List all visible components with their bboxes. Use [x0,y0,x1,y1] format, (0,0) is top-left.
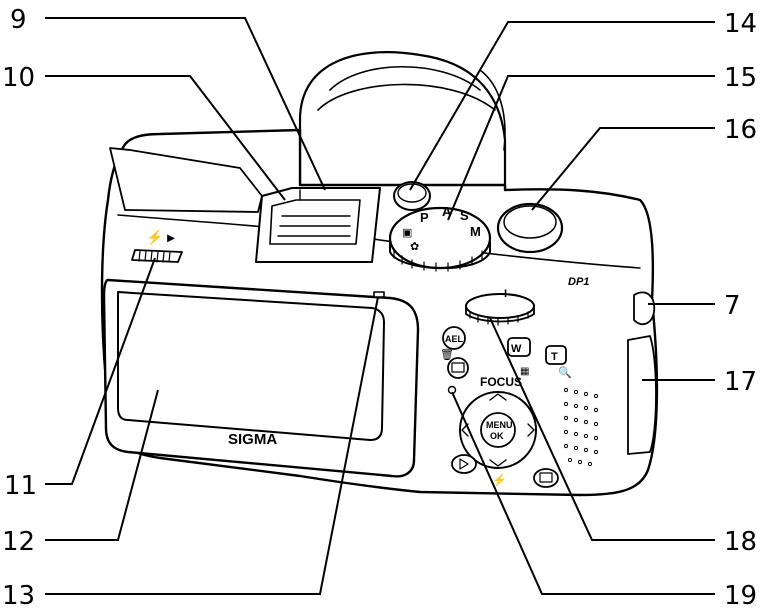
callout-19: 19 [724,581,757,610]
callout-15: 15 [724,63,757,93]
svg-text:AEL: AEL [445,334,464,344]
shutter-button[interactable] [393,181,431,211]
leader-18 [489,317,715,541]
flash-housing [109,147,263,213]
leader-15 [447,75,715,221]
model-label: DP1 [568,276,589,288]
playback-button[interactable] [451,454,477,474]
command-wheel[interactable]: I [465,288,535,326]
strap-lug [633,291,656,326]
leader-10 [45,75,286,201]
af-lamp [373,291,385,298]
zoom-buttons[interactable]: W T ▦ 🔍 [507,337,572,379]
magnify-icon: 🔍 [558,365,572,379]
menu-label: MENU [486,420,513,430]
display-button[interactable] [533,468,559,488]
camera-illustration: ⚡ ▸ SIGMA P A S M ▣ ✿ [100,51,659,497]
camera-mode-icon: ▣ [402,227,412,239]
ael-button[interactable]: AEL [442,326,466,350]
scene-mode-icon: ✿ [410,241,419,253]
brand-logo: SIGMA [228,431,277,448]
hot-shoe [255,187,381,263]
svg-text:I: I [504,288,507,300]
callout-18: 18 [724,527,757,557]
zoom-w-label: W [511,343,522,355]
flash-icon: ⚡ [492,473,507,487]
leader-13 [45,296,379,595]
quick-set-button[interactable] [447,357,469,379]
leader-12 [45,389,159,541]
callout-16: 16 [724,115,757,145]
focus-label: FOCUS [480,375,522,389]
flash-pop-up-switch[interactable]: ⚡ ▸ [131,229,183,263]
zoom-t-label: T [551,351,558,363]
flash-bolt-icon: ⚡ ▸ [146,229,175,246]
callout-14: 14 [724,9,757,39]
callout-labels: 9 10 11 12 13 14 15 16 7 17 18 19 [2,5,757,610]
speaker-grille [563,387,599,467]
leader-9 [45,17,326,191]
lcd-monitor: SIGMA [102,278,420,478]
leader-14 [409,21,715,191]
svg-text:A: A [442,204,452,219]
callout-17: 17 [724,367,757,397]
trash-icon: 🗑 [440,348,454,361]
svg-text:M: M [470,224,481,239]
four-way-controller[interactable]: FOCUS MENU OK ⚡ [459,375,537,487]
ok-label: OK [490,431,504,441]
leader-11 [45,257,156,485]
callout-11: 11 [4,471,37,501]
callout-13: 13 [2,581,35,610]
callout-9: 9 [10,5,27,35]
leader-19 [451,391,715,595]
lens-barrel [298,51,507,192]
callout-12: 12 [2,527,35,557]
svg-text:P: P [420,210,429,225]
callout-10: 10 [2,63,35,93]
mode-dial[interactable]: P A S M ▣ ✿ [388,204,492,272]
callout-leaders [45,17,715,595]
power-button[interactable]: DP1 [496,202,589,288]
leader-16 [531,127,715,211]
svg-text:S: S [460,208,469,223]
card-cover[interactable] [627,335,657,455]
index-icon: ▦ [520,366,529,377]
callout-7: 7 [724,291,741,321]
